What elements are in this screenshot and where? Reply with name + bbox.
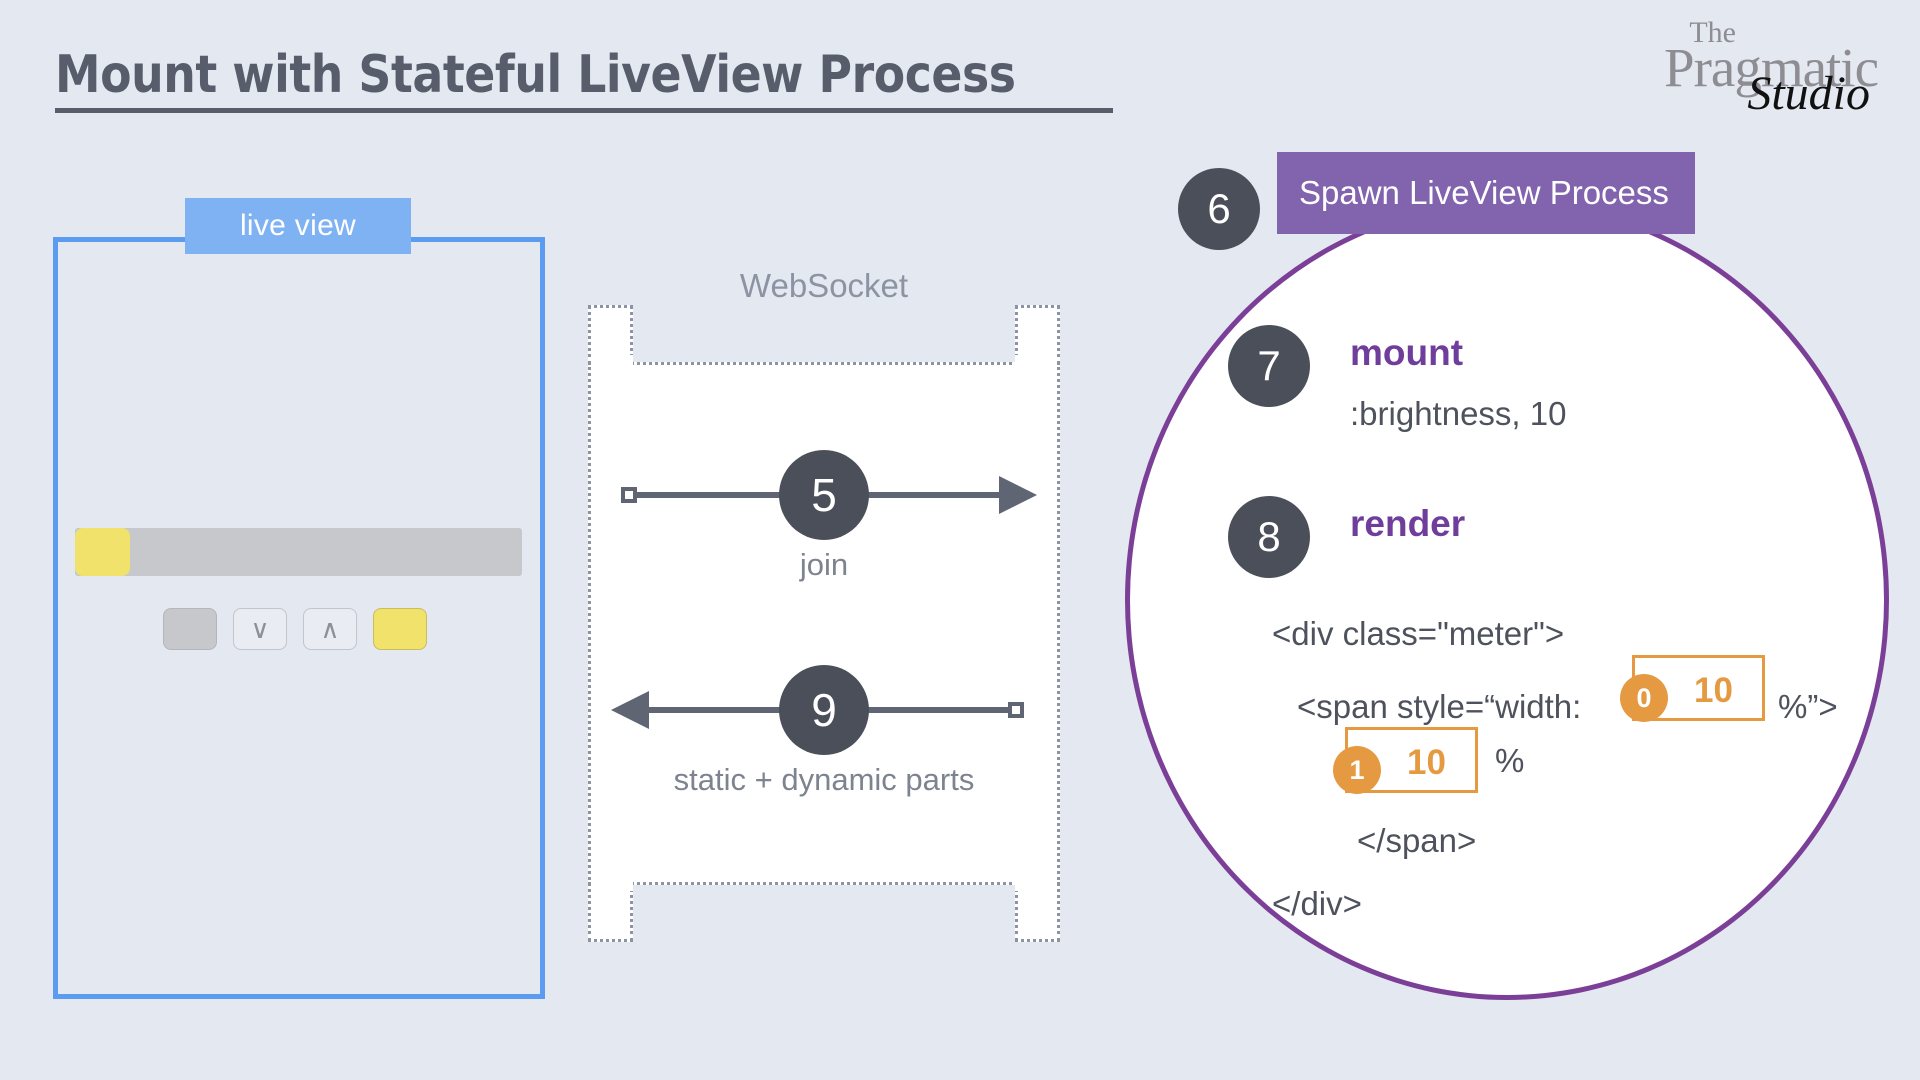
flow-caption-parts: static + dynamic parts — [673, 762, 975, 797]
dynamic-value-1: 10 — [1407, 743, 1446, 782]
on-button[interactable] — [373, 608, 427, 650]
channel-joint — [591, 877, 633, 891]
dynamic-index-badge-0: 0 — [1620, 674, 1668, 722]
spawn-liveview-process-badge: Spawn LiveView Process — [1277, 152, 1695, 234]
step-number-9: 9 — [779, 665, 869, 755]
title-underline — [55, 108, 1113, 113]
logo-pragmatic-text: Pragmatic — [1664, 37, 1879, 98]
step-number-6: 6 — [1178, 168, 1260, 250]
step-number-5: 5 — [779, 450, 869, 540]
flow-caption-join: join — [799, 547, 849, 582]
browser-panel — [53, 237, 545, 999]
channel-segment — [588, 362, 1060, 885]
mount-label: mount — [1350, 332, 1464, 373]
websocket-label: WebSocket — [739, 267, 909, 304]
mount-arguments: :brightness, 10 — [1350, 395, 1567, 432]
arrow-head-right-icon — [999, 476, 1037, 514]
flow-response: 9 static + dynamic parts — [588, 650, 1060, 797]
websocket-channel: WebSocket 5 join 9 static + dynamic part… — [588, 267, 1060, 942]
code-line-span-close: </span> — [1357, 822, 1477, 859]
code-line-span-open-prefix: <span style=“width: — [1297, 688, 1582, 725]
code-line-div-open: <div class="meter"> — [1272, 615, 1565, 652]
meter-track — [75, 528, 522, 576]
increase-button[interactable]: ∧ — [303, 608, 357, 650]
meter-controls: ∨ ∧ — [163, 608, 427, 650]
code-line-span-open-suffix: %”> — [1778, 688, 1838, 725]
decrease-button[interactable]: ∨ — [233, 608, 287, 650]
arrow-tail-square — [1008, 702, 1024, 718]
channel-joint — [591, 355, 633, 369]
pragmatic-studio-logo: The Pragmatic Studio — [1648, 16, 1879, 118]
render-label: render — [1350, 503, 1466, 544]
channel-segment — [588, 882, 633, 942]
page-title: Mount with Stateful LiveView Process — [55, 45, 1016, 105]
logo-studio-text: Studio — [1747, 67, 1870, 120]
step-number-8: 8 — [1228, 496, 1310, 578]
live-view-badge: live view — [185, 198, 411, 254]
channel-joint — [1015, 877, 1057, 891]
liveview-process-circle — [1125, 200, 1889, 1000]
off-button[interactable] — [163, 608, 217, 650]
arrow-head-left-icon — [611, 691, 649, 729]
flow-join: 5 join — [588, 435, 1060, 582]
meter-fill — [75, 528, 130, 576]
percent-symbol: % — [1495, 742, 1525, 779]
code-line-div-close: </div> — [1272, 885, 1362, 922]
channel-joint — [1015, 355, 1057, 369]
dynamic-index-badge-1: 1 — [1333, 746, 1381, 794]
channel-segment — [1015, 882, 1060, 942]
logo-the-text: The — [1689, 16, 1736, 49]
dynamic-value-0: 10 — [1694, 671, 1733, 710]
arrow-tail-square — [621, 487, 637, 503]
step-number-7: 7 — [1228, 325, 1310, 407]
